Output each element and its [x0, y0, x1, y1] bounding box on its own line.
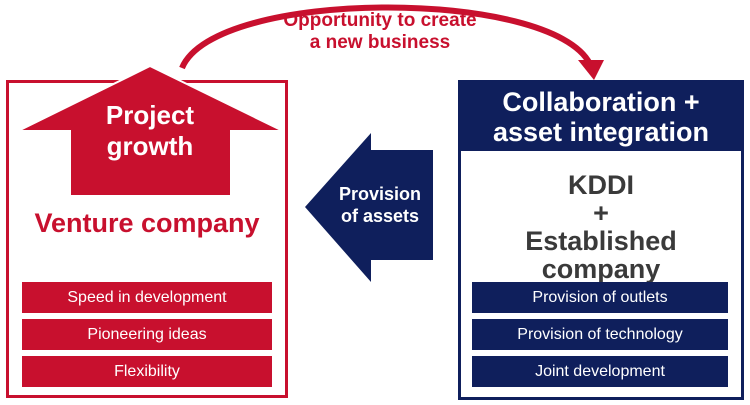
left-item-speed: Speed in development	[22, 282, 272, 313]
company-label: company	[541, 254, 661, 284]
collaboration-header-line1: Collaboration +	[502, 87, 700, 117]
collaboration-header-line2: asset integration	[492, 117, 710, 147]
kddi-label: KDDI	[568, 170, 634, 200]
kddi-established-text: KDDI + Established company	[461, 171, 741, 283]
right-item-joint-development: Joint development	[472, 356, 728, 387]
provision-of-assets-label: Provision of assets	[318, 183, 442, 227]
collaboration-header: Collaboration + asset integration	[461, 83, 741, 151]
opportunity-line2: a new business	[309, 32, 451, 53]
left-item-pioneering: Pioneering ideas	[22, 319, 272, 350]
right-item-outlets: Provision of outlets	[472, 282, 728, 313]
plus-label: +	[593, 198, 609, 228]
project-growth-line2: growth	[106, 131, 194, 161]
opportunity-curve-arrow	[179, 4, 593, 70]
project-growth-line1: Project	[105, 100, 195, 130]
venture-company-title: Venture company	[34, 208, 260, 238]
provision-arrow	[305, 133, 433, 282]
left-item-flexibility: Flexibility	[22, 356, 272, 387]
project-growth-label: Project growth	[70, 100, 230, 162]
established-label: Established	[525, 226, 677, 256]
project-growth-arrow	[17, 64, 284, 197]
provision-line2: of assets	[340, 206, 420, 226]
right-item-technology: Provision of technology	[472, 319, 728, 350]
provision-line1: Provision	[338, 184, 422, 204]
opportunity-arrowhead	[578, 60, 604, 80]
opportunity-label: Opportunity to create a new business	[245, 10, 515, 54]
collaboration-box: Collaboration + asset integration KDDI +…	[458, 80, 744, 400]
opportunity-line1: Opportunity to create	[283, 10, 477, 31]
